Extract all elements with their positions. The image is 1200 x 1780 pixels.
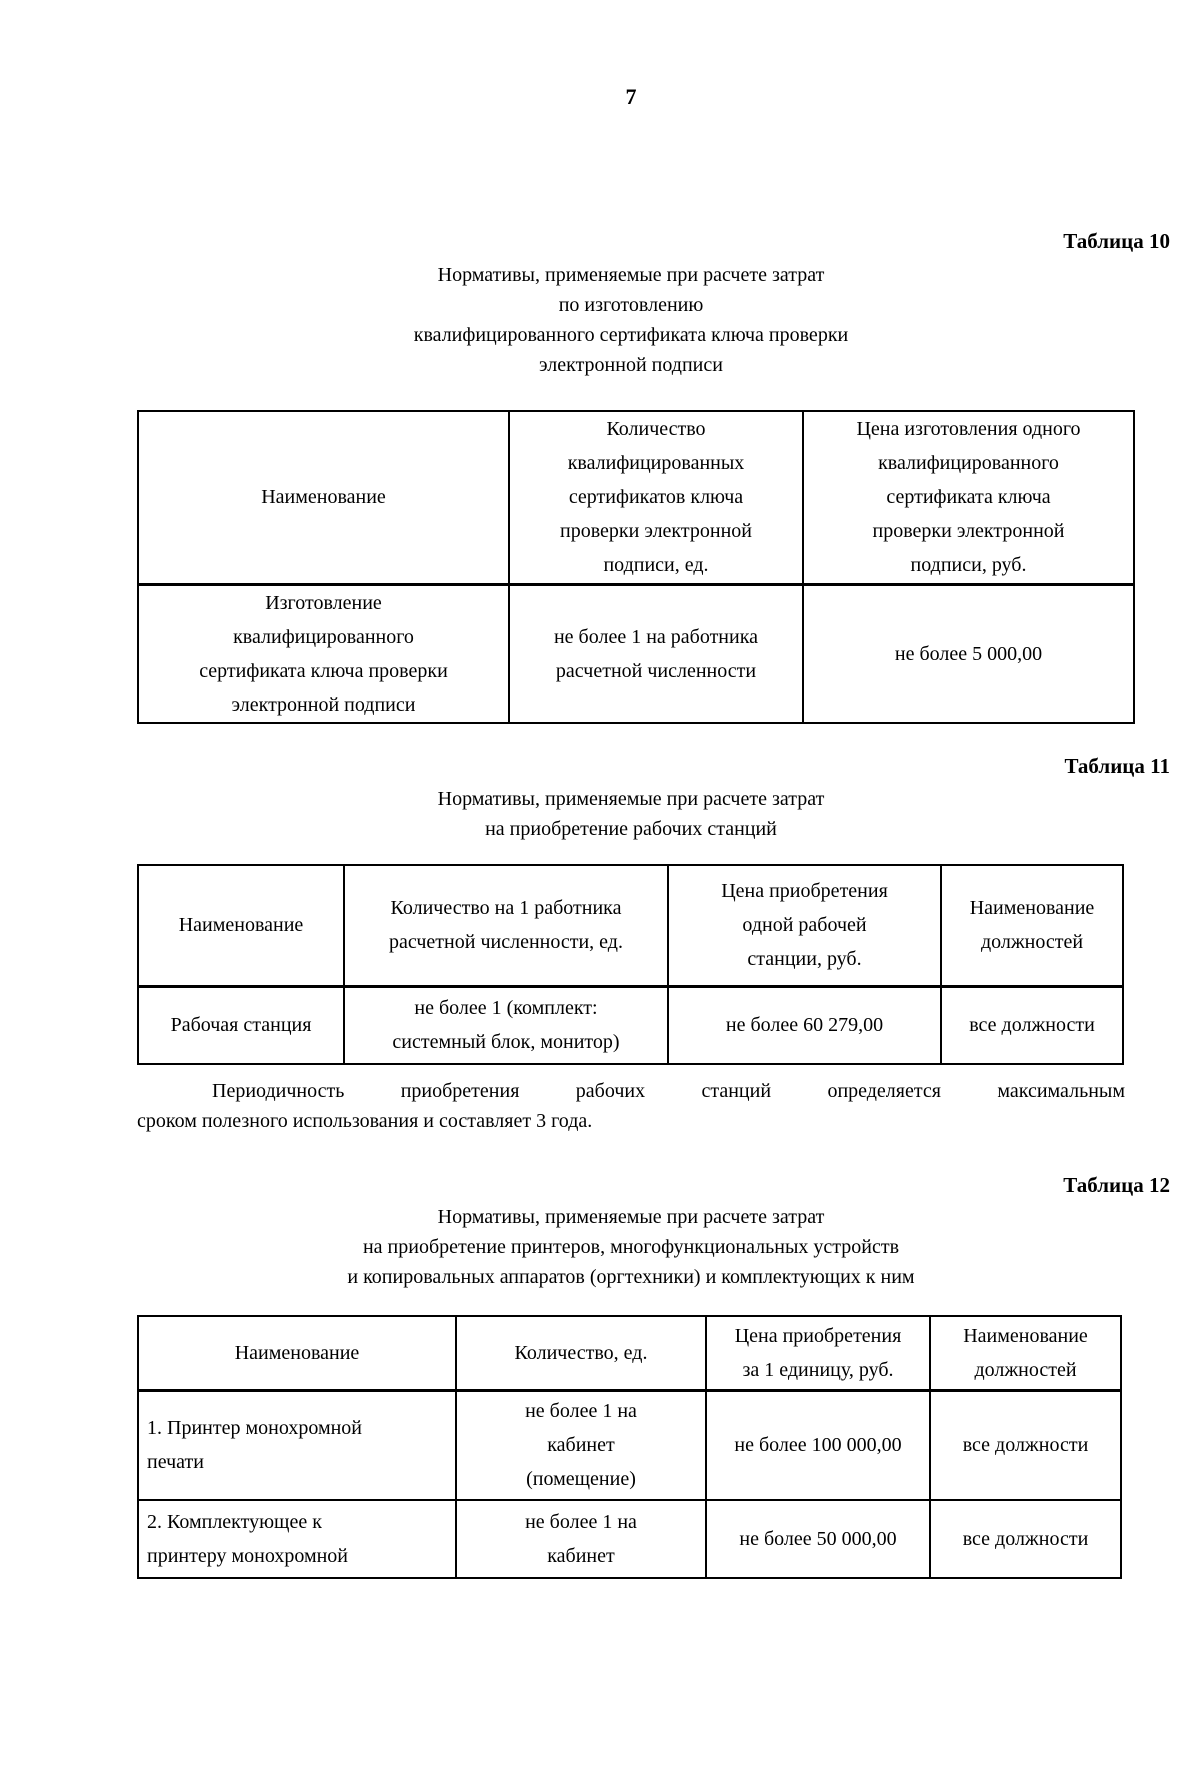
title-line: квалифицированного сертификата ключа про…: [413, 324, 849, 346]
title-line: электронной подписи: [539, 354, 723, 376]
table-12-cell: не более 1 на кабинет: [455, 1499, 707, 1579]
table-12-label: Таблица 12: [1063, 1173, 1170, 1197]
table-10-header-cell: Цена изготовления одного квалифицированн…: [802, 410, 1135, 586]
table-12-header-row: Наименование Количество, ед. Цена приобр…: [137, 1315, 1122, 1392]
table-12-cell: не более 100 000,00: [705, 1389, 931, 1501]
table-10-cell: не более 5 000,00: [802, 583, 1135, 724]
table-10-cell: Изготовление квалифицированного сертифик…: [137, 583, 510, 724]
title-line: Нормативы, применяемые при расчете затра…: [437, 788, 825, 810]
table-11-header-cell: Количество на 1 работника расчетной числ…: [343, 864, 669, 988]
table-12-cell: 1. Принтер монохромной печати: [137, 1389, 457, 1501]
table-11-cell: не более 1 (комплект: системный блок, мо…: [343, 985, 669, 1065]
table-12-cell: не более 1 на кабинет (помещение): [455, 1389, 707, 1501]
page-number: 7: [625, 84, 637, 109]
title-line: на приобретение рабочих станций: [485, 818, 777, 840]
table-10-title: Нормативы, применяемые при расчете затра…: [137, 260, 1125, 380]
table-12-row: 2. Комплектующее к принтеру монохромной …: [137, 1499, 1122, 1579]
table-11-title: Нормативы, применяемые при расчете затра…: [137, 784, 1125, 844]
note-line: сроком полезного использования и составл…: [137, 1110, 593, 1132]
table-11-header-row: Наименование Количество на 1 работника р…: [137, 864, 1124, 988]
table-12-cell: все должности: [929, 1499, 1122, 1579]
table-10-row: Изготовление квалифицированного сертифик…: [137, 583, 1135, 724]
table-12-cell: не более 50 000,00: [705, 1499, 931, 1579]
table-12-header-cell: Количество, ед.: [455, 1315, 707, 1392]
table-12-header-cell: Наименование должностей: [929, 1315, 1122, 1392]
document-page: 7 Таблица 10 Нормативы, применяемые при …: [137, 82, 1170, 1579]
note-paragraph: Периодичность приобретения рабочих станц…: [137, 1076, 1125, 1136]
table-11-cell: не более 60 279,00: [667, 985, 942, 1065]
table-10-header-cell: Наименование: [137, 410, 510, 586]
note-line: Периодичность приобретения рабочих станц…: [212, 1080, 1125, 1102]
title-line: Нормативы, применяемые при расчете затра…: [437, 1206, 825, 1228]
table-11-header-cell: Наименование должностей: [940, 864, 1124, 988]
table-11-cell: Рабочая станция: [137, 985, 345, 1065]
table-11-header-cell: Цена приобретения одной рабочей станции,…: [667, 864, 942, 988]
table-10-header-row: Наименование Количество квалифицированны…: [137, 410, 1135, 586]
table-12-title: Нормативы, применяемые при расчете затра…: [137, 1202, 1125, 1292]
table-10-header-cell: Количество квалифицированных сертификато…: [508, 410, 804, 586]
table-10: Наименование Количество квалифицированны…: [137, 410, 1135, 724]
title-line: на приобретение принтеров, многофункцион…: [362, 1236, 900, 1258]
table-11-cell: все должности: [940, 985, 1124, 1065]
table-12-cell: 2. Комплектующее к принтеру монохромной: [137, 1499, 457, 1579]
table-12-row: 1. Принтер монохромной печати не более 1…: [137, 1389, 1122, 1501]
table-12-cell: все должности: [929, 1389, 1122, 1501]
title-line: Нормативы, применяемые при расчете затра…: [437, 264, 825, 286]
title-line: по изготовлению: [558, 294, 704, 316]
table-12: Наименование Количество, ед. Цена приобр…: [137, 1315, 1122, 1579]
table-10-cell: не более 1 на работника расчетной числен…: [508, 583, 804, 724]
table-11-row: Рабочая станция не более 1 (комплект: си…: [137, 985, 1124, 1065]
table-12-header-cell: Наименование: [137, 1315, 457, 1392]
table-11: Наименование Количество на 1 работника р…: [137, 864, 1124, 1065]
table-10-label: Таблица 10: [1063, 229, 1170, 253]
title-line: и копировальных аппаратов (оргтехники) и…: [347, 1266, 915, 1288]
table-12-header-cell: Цена приобретения за 1 единицу, руб.: [705, 1315, 931, 1392]
table-11-label: Таблица 11: [1064, 754, 1170, 778]
table-11-header-cell: Наименование: [137, 864, 345, 988]
